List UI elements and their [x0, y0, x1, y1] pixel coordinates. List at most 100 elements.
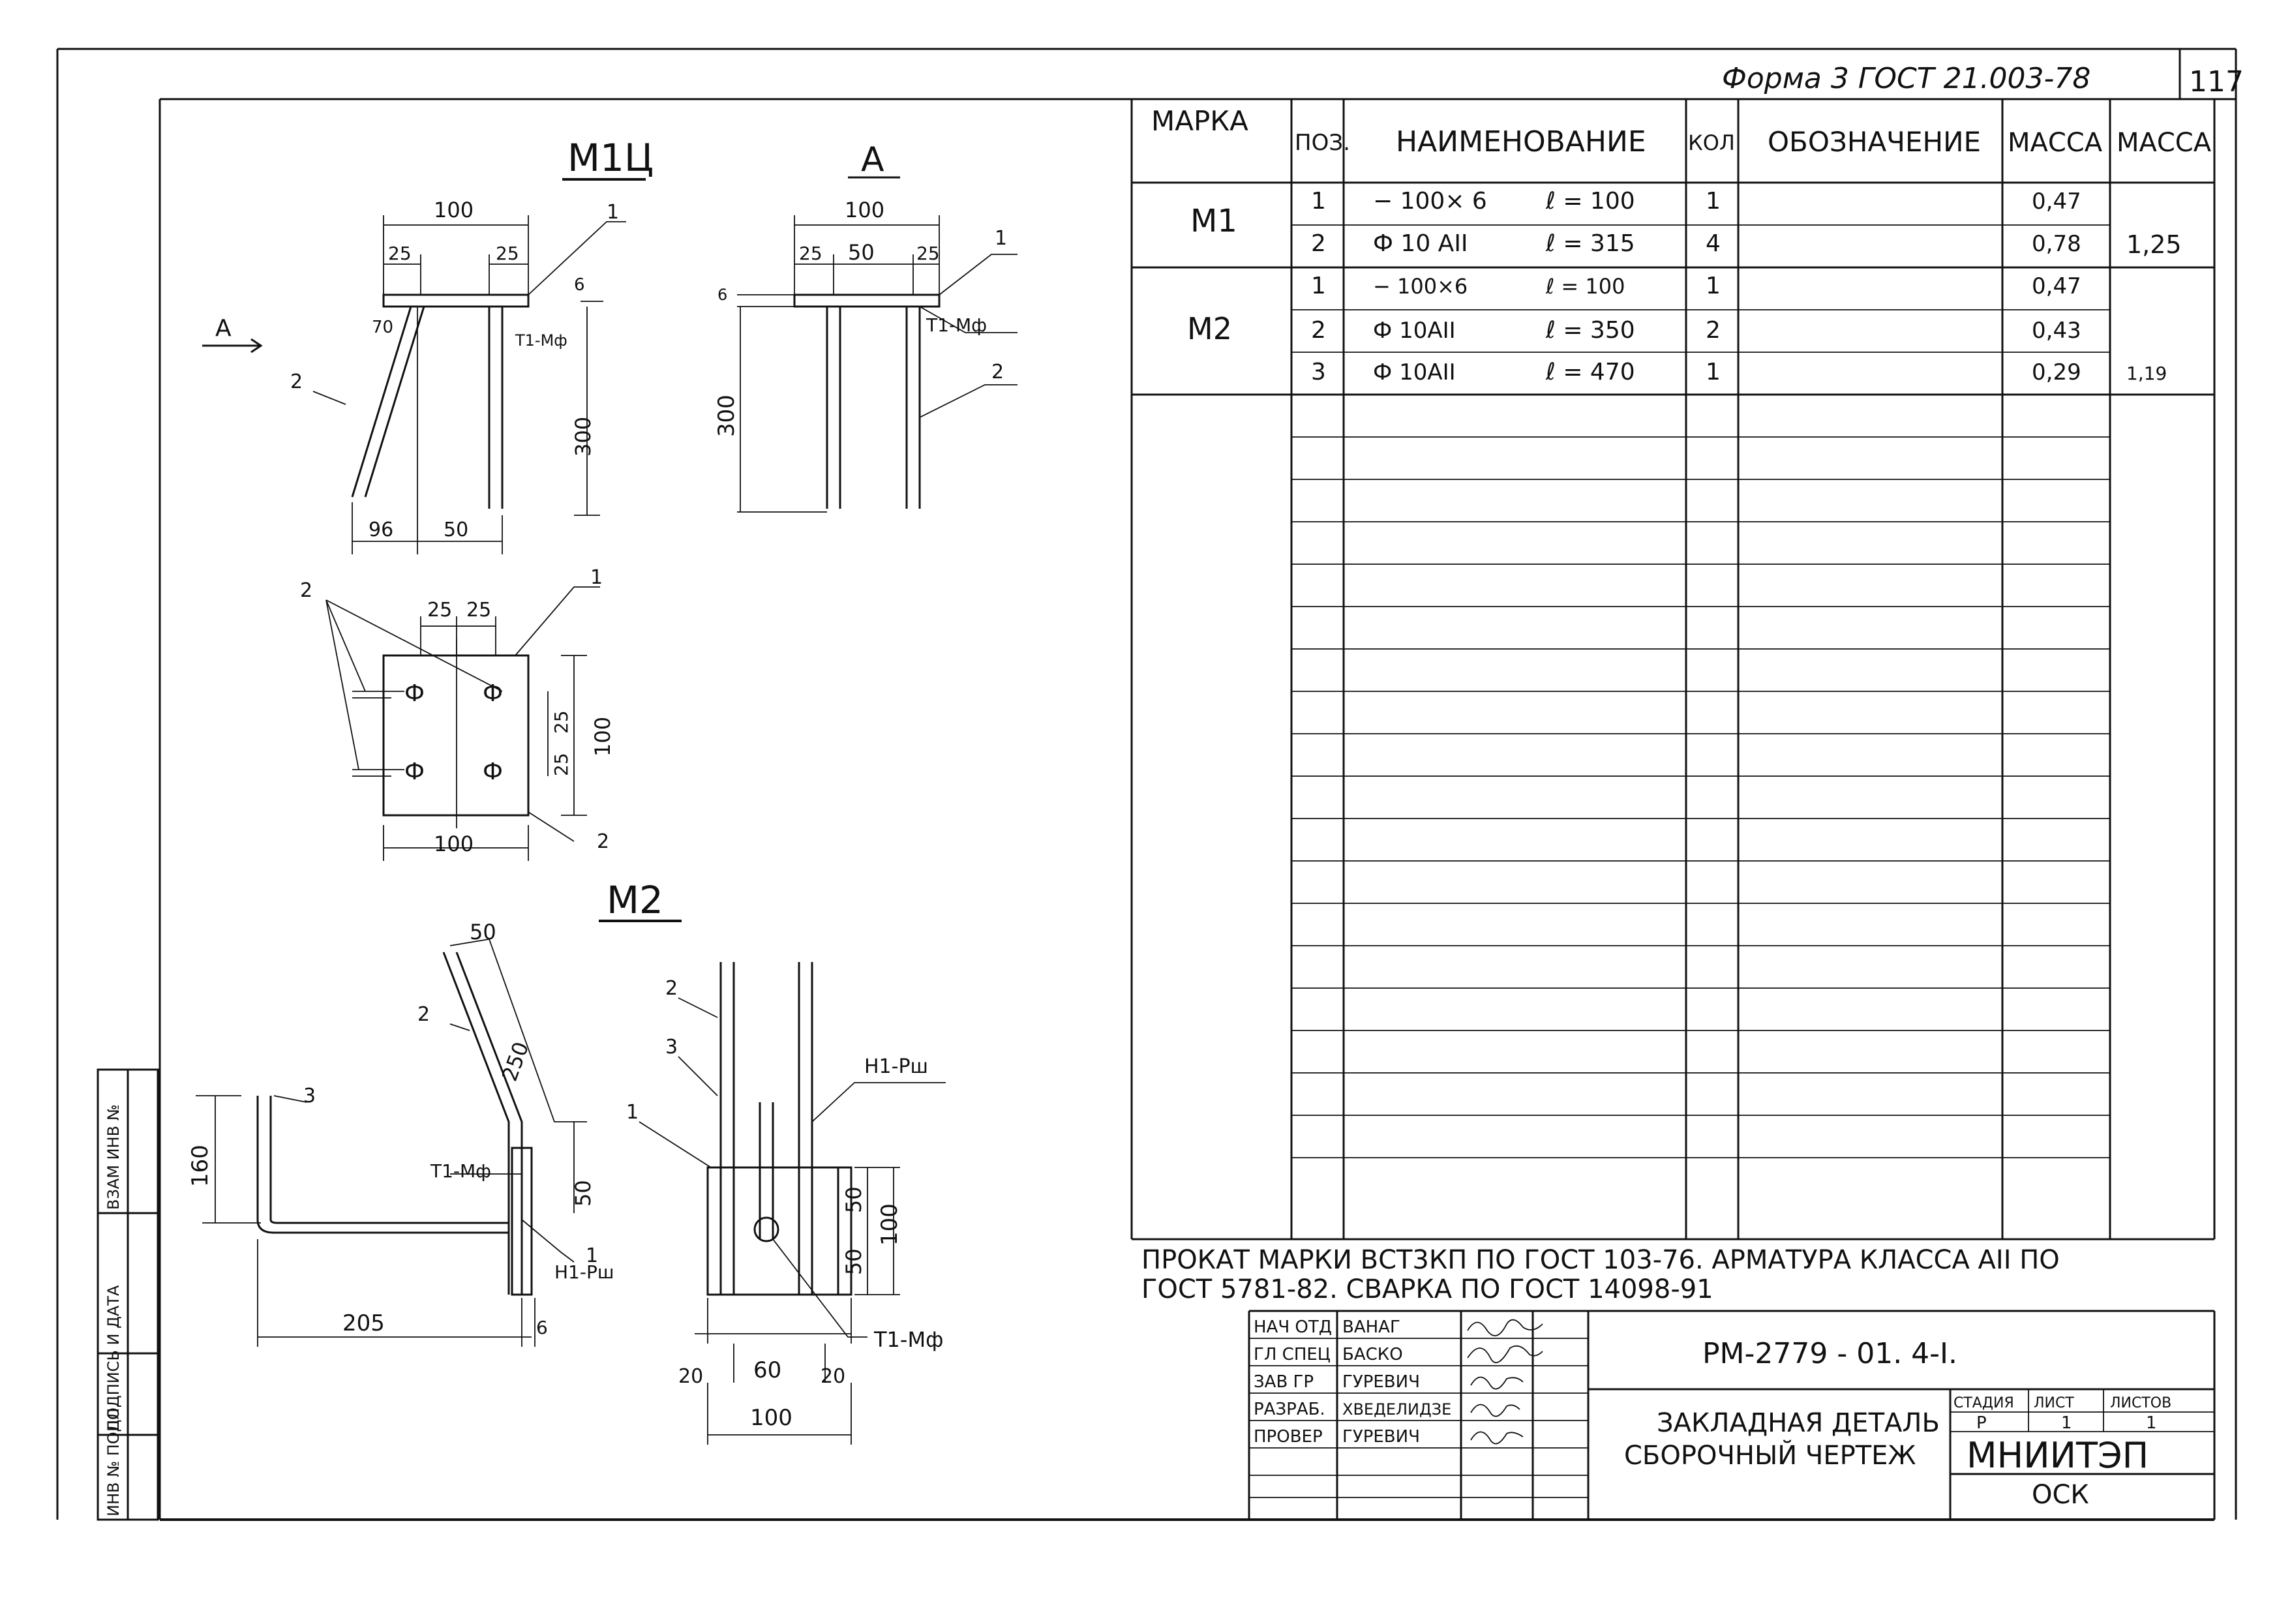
- m1-dim-left: 25: [388, 243, 412, 264]
- spec-cell-len: ℓ = 100: [1545, 274, 1625, 299]
- plan-dim-top1: 25: [427, 599, 452, 622]
- m2-title: М2: [607, 878, 663, 922]
- spec-cell-len: ℓ = 350: [1545, 317, 1635, 344]
- plan-dim-width: 100: [434, 832, 474, 856]
- m1-dim-width: 100: [434, 198, 474, 222]
- m1-plan-view: Ф Ф Ф Ф 25 25 100 25 25 100 1 2 2: [300, 566, 615, 861]
- spec-cell-name: Ф 10АII: [1373, 359, 1456, 385]
- m1-dim-right: 25: [496, 243, 519, 264]
- view-a-dim-width: 100: [845, 198, 884, 222]
- spec-cell-mass: 0,78: [2032, 231, 2081, 257]
- m2f-weld-h: Н1-Рш: [864, 1055, 928, 1078]
- notes-line-2: ГОСТ 5781-82. СВАРКА ПО ГОСТ 14098-91: [1141, 1274, 1713, 1304]
- spec-header-mass: МАССА: [2008, 128, 2103, 158]
- spec-table: МАРКА ПОЗ. НАИМЕНОВАНИЕ КОЛ ОБОЗНАЧЕНИЕ …: [1130, 99, 2216, 1241]
- m1-dim-bottom-left: 96: [369, 519, 393, 541]
- spec-cell-mark: М2: [1187, 311, 1232, 346]
- tb-title-line-2: СБОРОЧНЫЙ ЧЕРТЕЖ: [1624, 1439, 1916, 1471]
- view-a-pos-2: 2: [991, 361, 1004, 383]
- spec-cell-name: − 100×6: [1373, 274, 1468, 299]
- tb-title-line-1: ЗАКЛАДНАЯ ДЕТАЛЬ: [1657, 1408, 1940, 1438]
- tb-role: НАЧ ОТД: [1254, 1317, 1332, 1337]
- view-a-dim-d2: 50: [848, 240, 875, 265]
- plan-rod-symbol-3: Ф: [483, 680, 503, 707]
- m2f-dim-v2: 50: [841, 1248, 866, 1275]
- signature: [1467, 1345, 1543, 1364]
- page-number: 117: [2189, 65, 2244, 98]
- tb-sheets: 1: [2146, 1413, 2157, 1433]
- view-a: А 100 25 50 25 6 300 Т1-Мф 1 2: [714, 140, 1018, 513]
- spec-header-desig: ОБОЗНАЧЕНИЕ: [1768, 126, 1981, 158]
- tb-stage-label: СТАДИЯ: [1953, 1395, 2014, 1411]
- title-block: НАЧ ОТД ГЛ СПЕЦ ЗАВ ГР РАЗРАБ. ПРОВЕР ВА…: [1248, 1310, 2216, 1520]
- m2-pos-3: 3: [303, 1085, 316, 1107]
- spec-cell-mass: 0,47: [2032, 188, 2081, 215]
- arrow-a-label: А: [215, 315, 232, 342]
- signature: [1470, 1431, 1524, 1445]
- plan-dim-side1: 25: [550, 710, 572, 734]
- tb-sheet: 1: [2061, 1413, 2072, 1433]
- m2f-dim-v1: 50: [841, 1186, 866, 1213]
- tb-org: МНИИТЭП: [1967, 1435, 2149, 1476]
- spec-cell-mark: М1: [1190, 203, 1237, 239]
- m1-weld-label: Т1-Мф: [515, 331, 567, 350]
- spec-cell-qty: 2: [1706, 317, 1721, 344]
- plan-dim-height: 100: [590, 717, 615, 757]
- tb-name: БАСКО: [1342, 1345, 1403, 1364]
- spec-cell-len: ℓ = 100: [1545, 188, 1635, 215]
- m1-title: М1Ц: [567, 136, 654, 180]
- m2-front-view: 20 60 20 100 50 50 100 Н1-Рш Т1-Мф 1 2 3: [626, 962, 946, 1445]
- m1-side-view: М1Ц 100 25 25 6 300 70 96 50 Т1-Мф 1 2 А: [202, 136, 654, 554]
- stamp-vzam-inv: ВЗАМ ИНВ №: [104, 1104, 123, 1210]
- m1-dim-thickness: 6: [574, 275, 585, 295]
- m2f-dim-width: 100: [750, 1405, 792, 1431]
- tb-name: ГУРЕВИЧ: [1342, 1372, 1420, 1392]
- spec-cell-pos: 1: [1311, 273, 1326, 299]
- form-label: Форма 3 ГОСТ 21.003-78: [1722, 62, 2090, 95]
- m2f-pos-1: 1: [626, 1101, 639, 1124]
- m2-dim-hook: 160: [187, 1145, 213, 1187]
- m2-dim-plate: 6: [536, 1317, 548, 1338]
- tb-role: РАЗРАБ.: [1254, 1400, 1325, 1419]
- stamp-inv-podl: ИНВ № ПОДЛ: [104, 1408, 123, 1516]
- spec-header-total-mass: МАССА: [2117, 128, 2212, 158]
- m2f-pos-2: 2: [665, 977, 678, 1000]
- view-a-pos-1: 1: [995, 227, 1007, 250]
- plan-rod-symbol-2: Ф: [404, 759, 425, 785]
- plan-dim-top2: 25: [466, 599, 491, 622]
- spec-cell-pos: 2: [1311, 230, 1326, 257]
- m2-side-view: М2 50 250 50 160 205 6 Т1-Мф Н1-Рш 1 2 3: [187, 878, 682, 1347]
- m2f-dim-right: 20: [821, 1365, 845, 1388]
- spec-header-name: НАИМЕНОВАНИЕ: [1396, 125, 1646, 158]
- tb-sheets-label: ЛИСТОВ: [2110, 1395, 2171, 1411]
- m2-weld-t: Т1-Мф: [430, 1160, 491, 1182]
- m2f-pos-3: 3: [665, 1036, 678, 1059]
- notes-line-1: ПРОКАТ МАРКИ ВСТ3КП ПО ГОСТ 103-76. АРМА…: [1141, 1245, 2060, 1275]
- m2-dim-vert: 50: [571, 1180, 596, 1207]
- spec-cell-pos: 2: [1311, 317, 1326, 344]
- plan-dim-side2: 25: [550, 753, 572, 776]
- spec-cell-total: 1,25: [2126, 230, 2182, 259]
- signature: [1470, 1404, 1520, 1417]
- view-a-title: А: [861, 140, 884, 179]
- tb-doc-code: РМ-2779 - 01. 4-I.: [1702, 1337, 1957, 1370]
- tb-role: ГЛ СПЕЦ: [1254, 1345, 1331, 1364]
- m1-pos-2: 2: [290, 370, 303, 393]
- m2f-dim-mid: 60: [753, 1357, 781, 1383]
- spec-cell-mass: 0,43: [2032, 318, 2081, 344]
- tb-role: ЗАВ ГР: [1254, 1372, 1314, 1392]
- view-a-dim-d1: 25: [799, 243, 822, 264]
- tb-stage: Р: [1976, 1413, 1987, 1433]
- stamp-podpis-data: ПОДПИСЬ И ДАТА: [104, 1285, 123, 1432]
- m2-pos-1: 1: [586, 1244, 598, 1267]
- plan-pos-2b: 2: [597, 830, 609, 853]
- m1-pos-1: 1: [607, 201, 619, 224]
- plan-pos-1: 1: [590, 566, 603, 589]
- spec-cell-name: Ф 10 АII: [1373, 230, 1468, 257]
- spec-header-pos: ПОЗ.: [1295, 130, 1350, 156]
- spec-cell-pos: 1: [1311, 188, 1326, 215]
- tb-role: ПРОВЕР: [1254, 1427, 1323, 1447]
- m1-dim-height: 300: [571, 417, 596, 457]
- plan-rod-symbol-4: Ф: [483, 759, 503, 785]
